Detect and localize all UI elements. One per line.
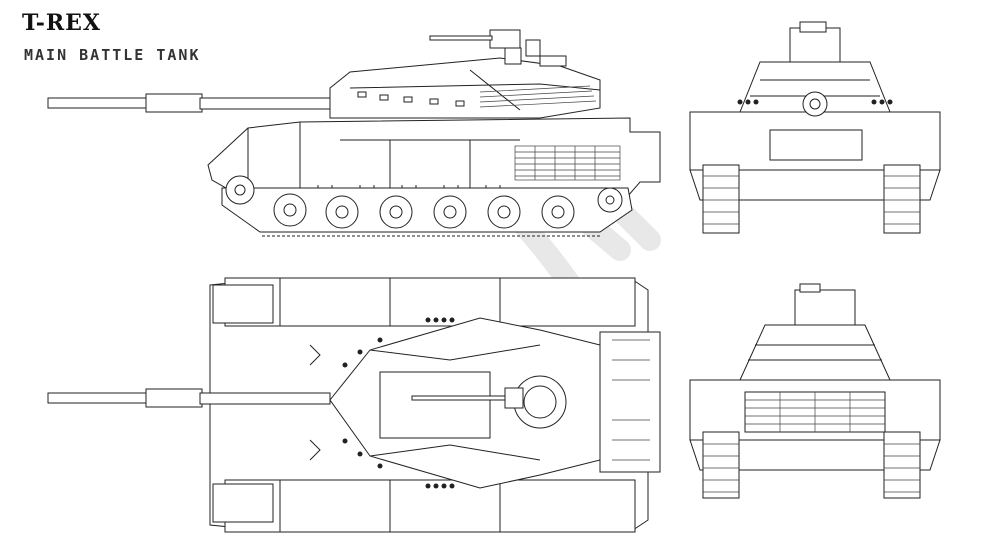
front-view bbox=[689, 21, 941, 234]
page-title: T-REX bbox=[22, 10, 101, 36]
page-subtitle: MAIN BATTLE TANK bbox=[24, 46, 201, 64]
road-wheels bbox=[225, 175, 623, 229]
rear-view bbox=[689, 283, 941, 499]
smoke-launchers bbox=[357, 91, 465, 107]
top-view bbox=[47, 277, 661, 533]
side-view bbox=[47, 29, 661, 237]
